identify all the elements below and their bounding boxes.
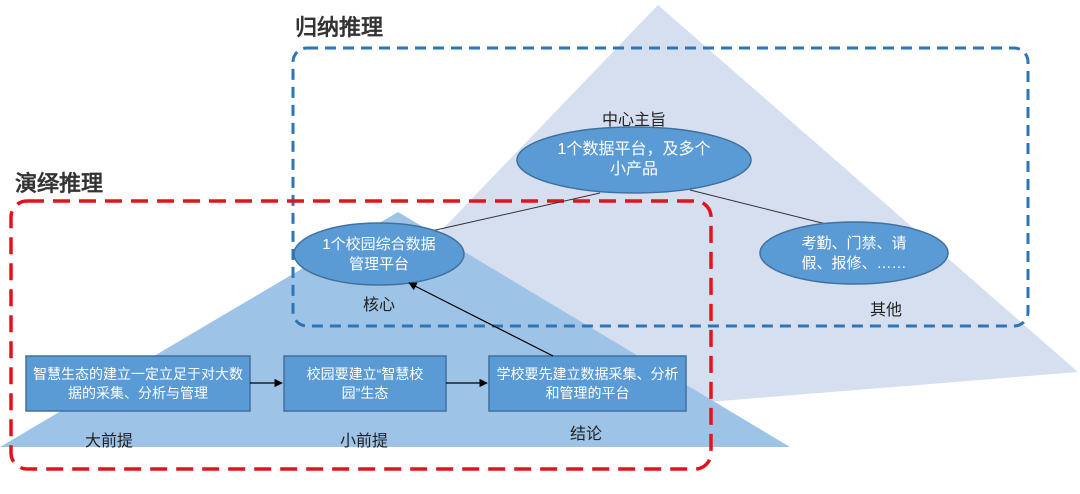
- arrow-conclusion-core: [408, 282, 554, 357]
- core-node-label: 1个校园综合数据管理平台: [322, 236, 436, 273]
- inductive-frame: [291, 46, 1030, 328]
- minor-box-shape: [283, 355, 447, 412]
- other-node-shape: [759, 221, 949, 285]
- minor-premise-text: 校园要建立“智慧校园”生态: [306, 366, 424, 401]
- central-node-label: 1个数据平台，及多个小产品: [557, 141, 711, 178]
- central-caption: 中心主旨: [601, 112, 666, 129]
- central-node-shape: [516, 126, 752, 194]
- inductive-title: 归纳推理: [295, 15, 384, 40]
- other-node-label: 考勤、门禁、请假、报修、……: [801, 235, 907, 272]
- conclusion-box-shape: [488, 355, 687, 412]
- core-caption: 核心: [362, 297, 395, 314]
- other-caption: 其他: [869, 302, 902, 319]
- deductive-title: 演绎推理: [15, 171, 104, 196]
- deductive-frame: [9, 199, 713, 471]
- conclusion-caption: 结论: [569, 426, 602, 443]
- conclusion-text: 学校要先建立数据采集、分析和管理的平台: [496, 366, 679, 401]
- major-premise-text: 智慧生态的建立一定立足于对大数据的采集、分析与管理: [33, 366, 243, 401]
- major-premise-caption: 大前提: [84, 433, 133, 450]
- minor-premise-caption: 小前提: [339, 433, 388, 450]
- core-node-shape: [293, 222, 465, 286]
